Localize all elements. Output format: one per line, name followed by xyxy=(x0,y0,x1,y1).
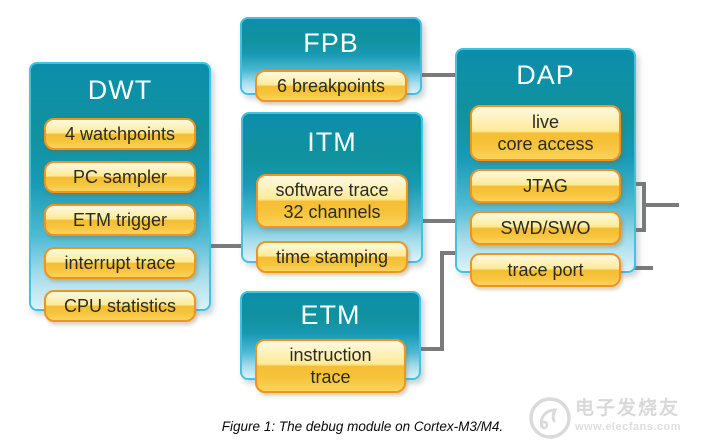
pill-live-core-access: live core access xyxy=(470,105,621,161)
connector-debug-external xyxy=(644,203,679,207)
pill-time-stamping: time stamping xyxy=(256,241,408,273)
watermark-site-name: 电子发烧友 xyxy=(575,398,681,419)
pill-pc-sampler: PC sampler xyxy=(44,161,196,193)
pill-jtag: JTAG xyxy=(470,169,621,203)
block-dap: DAP live core access JTAG SWD/SWO trace … xyxy=(455,48,636,287)
block-dwt: DWT 4 watchpoints PC sampler ETM trigger… xyxy=(29,62,211,322)
block-itm: ITM software trace 32 channels time stam… xyxy=(241,112,423,273)
figure-caption: Figure 1: The debug module on Cortex-M3/… xyxy=(221,419,504,434)
block-etm: ETM instruction trace xyxy=(240,291,421,393)
pill-interrupt-trace: interrupt trace xyxy=(44,247,196,279)
connector-fpb-dap xyxy=(420,73,457,77)
pill-instruction-trace: instruction trace xyxy=(255,339,406,393)
connector-etm-horizontal xyxy=(415,347,444,351)
watermark: 电子发烧友 www.elecfans.com xyxy=(529,393,721,443)
pill-swd-swo: SWD/SWO xyxy=(470,211,621,245)
connector-itm-dap xyxy=(420,219,457,223)
pill-6-breakpoints: 6 breakpoints xyxy=(255,70,407,102)
block-etm-title: ETM xyxy=(300,300,361,330)
pill-4-watchpoints: 4 watchpoints xyxy=(44,118,196,150)
pill-software-trace-32-channels: software trace 32 channels xyxy=(256,174,408,228)
watermark-text: 电子发烧友 www.elecfans.com xyxy=(575,399,715,434)
block-dap-title: DAP xyxy=(516,60,575,90)
connector-dwt-itm xyxy=(205,244,245,248)
block-fpb-title: FPB xyxy=(303,28,359,58)
block-itm-title: ITM xyxy=(307,127,357,157)
block-fpb: FPB 6 breakpoints xyxy=(240,17,422,102)
pill-cpu-statistics: CPU statistics xyxy=(44,290,196,322)
connector-traceport-external xyxy=(620,266,653,270)
watermark-site-url: www.elecfans.com xyxy=(575,421,682,433)
connector-etm-dap xyxy=(440,251,458,255)
block-dwt-title: DWT xyxy=(87,75,153,105)
connector-jtag-swd-bracket xyxy=(642,182,646,232)
pill-trace-port: trace port xyxy=(470,253,621,287)
elecfans-logo-icon xyxy=(528,396,572,445)
pill-etm-trigger: ETM trigger xyxy=(44,204,196,236)
connector-etm-vertical xyxy=(440,251,444,351)
